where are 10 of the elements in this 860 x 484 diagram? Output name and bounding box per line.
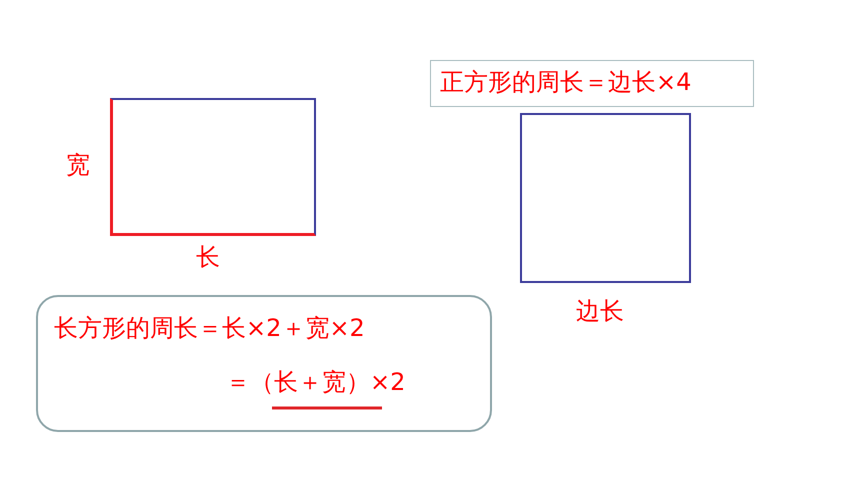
formula-text: 正方形的周长＝边长×4 [440,67,692,97]
formula-box [430,60,754,107]
side-label: 边长 [576,296,624,326]
formula-card [36,295,492,432]
side-label: 长 [196,242,220,272]
side-label: 宽 [66,150,90,180]
rectangle-shape [110,98,316,236]
formula-text: ＝（长＋宽）×2 [226,367,406,397]
rectangle-shape [520,113,691,283]
formula-text: 长方形的周长＝长×2＋宽×2 [54,313,365,343]
